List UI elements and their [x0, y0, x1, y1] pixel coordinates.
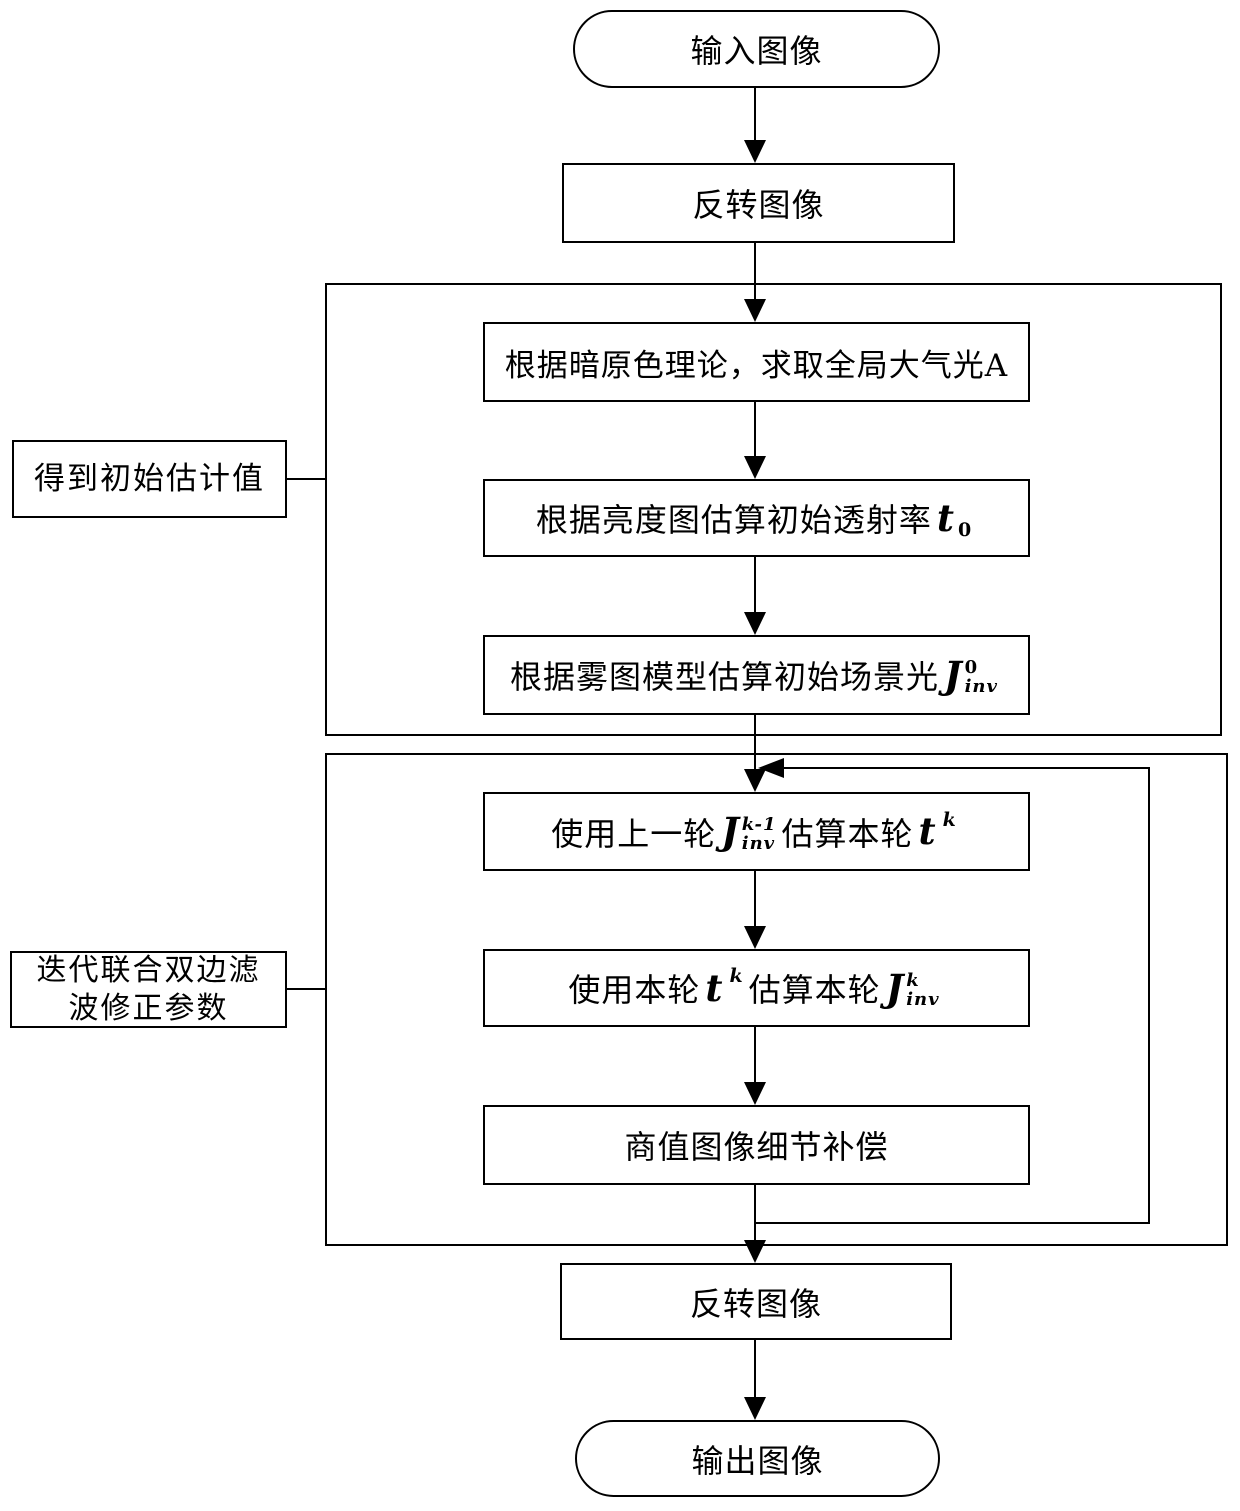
invert-image-top-label: 反转图像	[692, 186, 825, 224]
jkinv-subscript: inv	[906, 989, 940, 1010]
jk1inv-scripts: k-1 inv	[741, 813, 777, 854]
flow-line-8	[754, 1185, 756, 1242]
flow-line-2	[754, 243, 756, 301]
output-image-node: 输出图像	[575, 1420, 940, 1497]
arrowhead-3	[744, 456, 766, 479]
detail-compensation-node: 商值图像细节补偿	[483, 1105, 1030, 1185]
arrowhead-8	[744, 1240, 766, 1263]
initial-transmittance-node: 根据亮度图估算初始透射率 t 0	[483, 479, 1030, 557]
tk-base-2: t	[705, 965, 724, 1010]
atmospheric-light-label: 根据暗原色理论，求取全局大气光A	[504, 347, 1009, 384]
flow-line-5	[754, 715, 756, 771]
flow-line-1	[754, 88, 756, 142]
initial-estimate-side-label: 得到初始估计值	[12, 440, 287, 518]
j0inv-subscript: inv	[964, 676, 998, 697]
t0-base: t	[936, 495, 955, 540]
j0inv-formula: J 0 inv	[944, 652, 998, 697]
detail-compensation-label: 商值图像细节补偿	[624, 1128, 889, 1166]
arrowhead-7	[744, 1082, 766, 1105]
tk-base-1: t	[918, 809, 937, 853]
estimate-scene-light-prefix: 使用本轮	[568, 971, 701, 1009]
jk1inv-superscript: k-1	[741, 813, 777, 835]
estimate-transmittance-middle: 估算本轮	[781, 814, 914, 853]
tk-formula-1: t k	[918, 809, 957, 853]
invert-image-top-node: 反转图像	[562, 163, 955, 243]
feedback-line-right	[1148, 768, 1150, 1224]
invert-image-bottom-node: 反转图像	[560, 1263, 952, 1340]
arrowhead-9	[744, 1397, 766, 1420]
flow-line-6	[754, 871, 756, 928]
tk-superscript-2: k	[729, 965, 744, 987]
t0-subscript: 0	[957, 519, 973, 541]
feedback-line-bottom	[756, 1222, 1150, 1224]
feedback-arrowhead	[758, 758, 784, 778]
initial-scene-light-node: 根据雾图模型估算初始场景光 J 0 inv	[483, 635, 1030, 715]
feedback-line-top	[782, 767, 1150, 769]
input-image-label: 输入图像	[690, 32, 823, 70]
output-image-label: 输出图像	[691, 1441, 824, 1480]
jk1inv-base: J	[721, 809, 740, 853]
iterative-filter-side-label: 迭代联合双边滤 波修正参数	[10, 951, 287, 1028]
iterative-label-connector	[287, 988, 325, 990]
iterative-filter-side-label-line1: 迭代联合双边滤	[36, 953, 261, 988]
initial-scene-light-text: 根据雾图模型估算初始场景光	[510, 658, 940, 696]
jk1inv-formula: J k-1 inv	[721, 809, 777, 854]
jkinv-base: J	[885, 965, 905, 1010]
iterative-filter-side-label-line2: 波修正参数	[68, 990, 229, 1026]
atmospheric-light-node: 根据暗原色理论，求取全局大气光A	[483, 322, 1030, 402]
j0inv-superscript: 0	[964, 657, 979, 679]
flow-line-7	[754, 1027, 756, 1084]
arrowhead-2	[744, 299, 766, 322]
invert-image-bottom-label: 反转图像	[689, 1284, 822, 1323]
flow-line-3	[754, 402, 756, 458]
arrowhead-4	[744, 612, 766, 635]
jk1inv-subscript: inv	[741, 832, 776, 854]
t0-formula: t 0	[936, 495, 972, 541]
estimate-scene-light-node: 使用本轮 t k 估算本轮 J k inv	[483, 949, 1030, 1027]
input-image-node: 输入图像	[573, 10, 940, 88]
flow-line-9	[754, 1340, 756, 1399]
estimate-transmittance-node: 使用上一轮 J k-1 inv 估算本轮 t k	[483, 792, 1030, 871]
initial-estimate-side-label-text: 得到初始估计值	[34, 460, 265, 497]
arrowhead-6	[744, 926, 766, 949]
initial-estimate-group-frame	[325, 283, 1222, 736]
tk-superscript-1: k	[942, 808, 957, 831]
initial-transmittance-text: 根据亮度图估算初始透射率	[535, 501, 932, 539]
jkinv-superscript: k	[906, 970, 920, 992]
estimate-scene-light-middle: 估算本轮	[748, 971, 881, 1009]
initial-label-connector	[287, 478, 325, 480]
flow-line-4	[754, 557, 756, 614]
j0inv-scripts: 0 inv	[964, 657, 998, 697]
iteration-group-frame	[325, 753, 1228, 1246]
arrowhead-1	[744, 140, 766, 163]
jkinv-formula: J k inv	[885, 965, 940, 1010]
tk-formula-2: t k	[705, 965, 743, 1010]
j0inv-base: J	[944, 652, 963, 697]
jkinv-scripts: k inv	[906, 970, 940, 1010]
estimate-transmittance-prefix: 使用上一轮	[551, 814, 717, 853]
